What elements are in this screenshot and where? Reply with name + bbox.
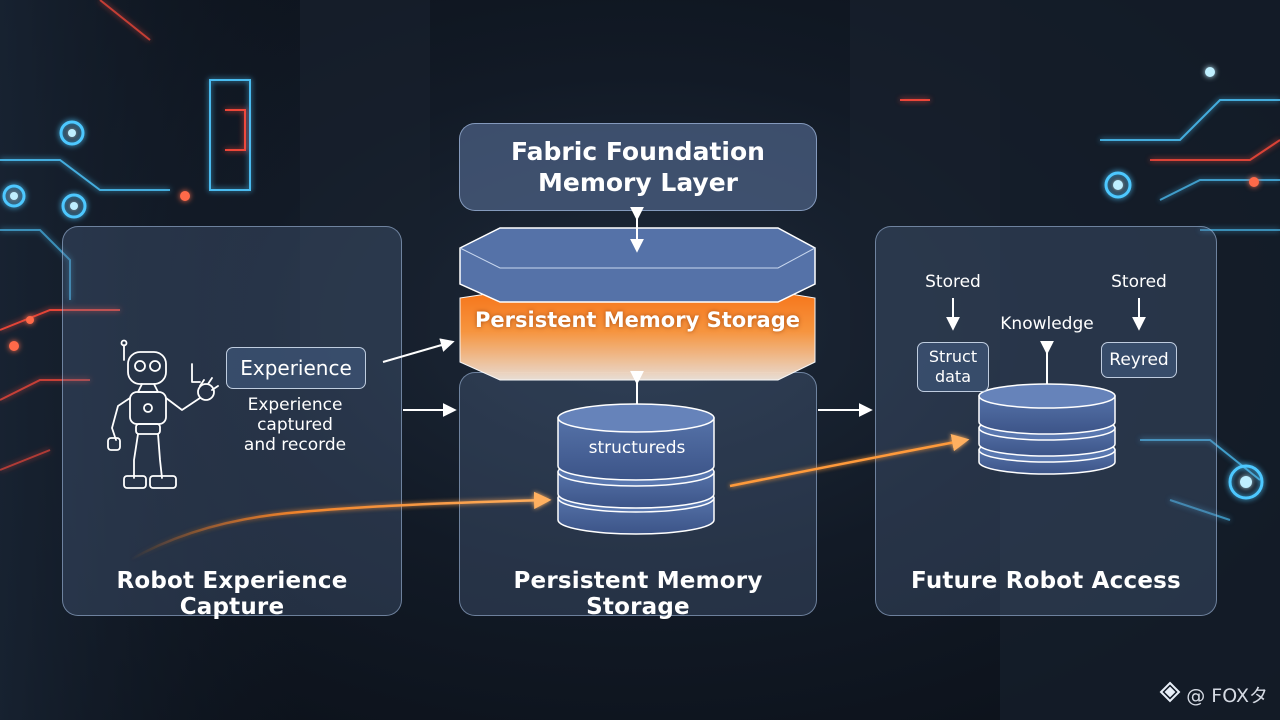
robot-icon — [107, 339, 219, 489]
stored-label-right: Stored — [1111, 272, 1167, 292]
fabric-foundation-title: Fabric Foundation Memory Layer — [511, 137, 765, 197]
persistent-memory-band-label: Persistent Memory Storage — [475, 308, 800, 332]
knowledge-label: Knowledge — [1000, 314, 1094, 334]
stored-label-left: Stored — [925, 272, 981, 292]
watermark-text: @ FOXタ — [1186, 684, 1268, 707]
future-robot-access-title: Future Robot Access — [911, 568, 1181, 594]
struct-data-chip: Struct data — [917, 342, 989, 392]
fabric-layer-plate — [459, 227, 816, 303]
persistent-memory-band — [459, 291, 816, 381]
experience-chip: Experience — [226, 347, 366, 389]
reyred-chip: Reyred — [1101, 342, 1177, 378]
right-database-stack — [978, 383, 1116, 475]
binance-diamond-icon — [1159, 681, 1181, 703]
fabric-foundation-box: Fabric Foundation Memory Layer — [459, 123, 817, 211]
robot-experience-capture-panel: Robot Experience Capture — [62, 226, 402, 620]
persistent-memory-storage-title: Persistent Memory Storage — [513, 568, 763, 620]
robot-experience-capture-title: Robot Experience Capture — [116, 568, 348, 620]
experience-caption: Experience captured and recorde — [243, 395, 347, 455]
structured-stack-label: structureds — [588, 438, 686, 458]
center-database-stack — [557, 403, 715, 535]
watermark: @ FOXタ — [1158, 680, 1268, 708]
